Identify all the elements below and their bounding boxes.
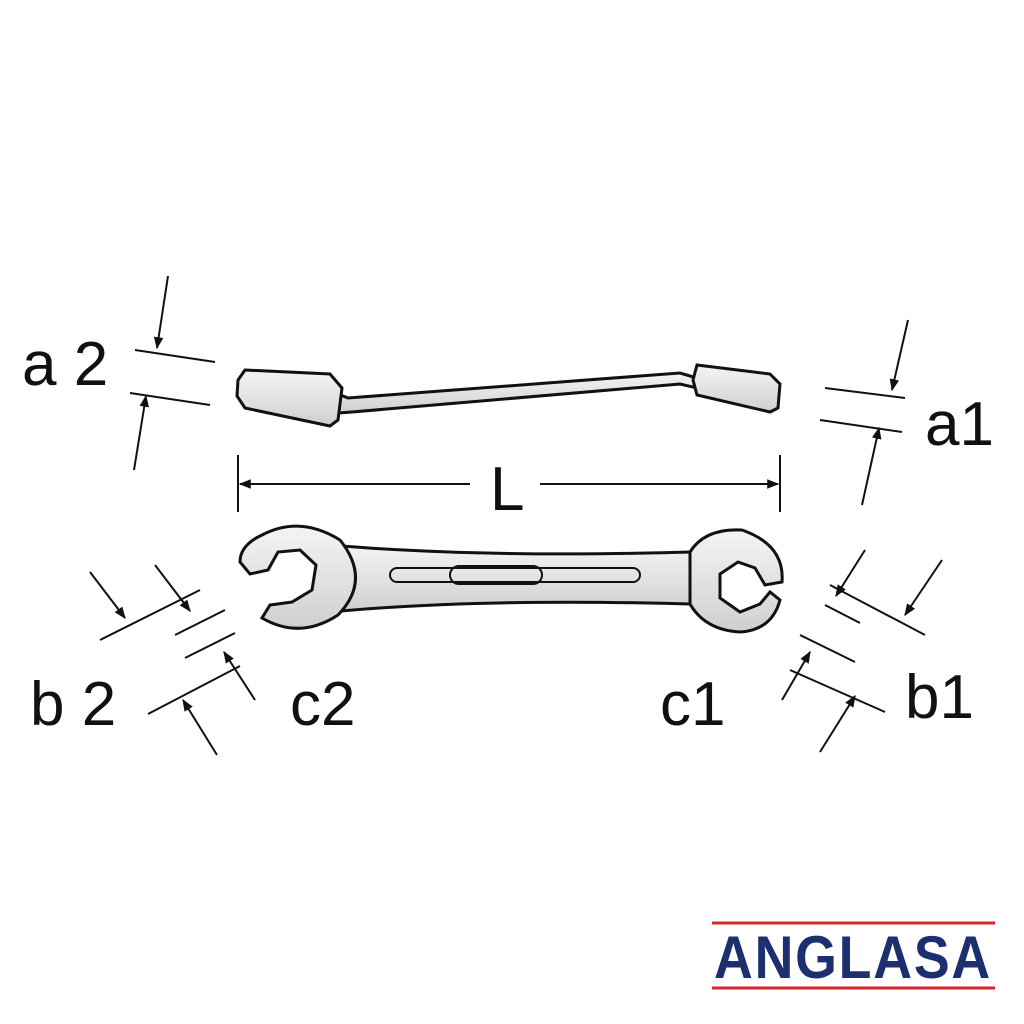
wrench-front-right-head (688, 528, 784, 634)
c1-arrow-top (835, 549, 866, 598)
a1-extension-bottom (819, 419, 903, 433)
wrench-front-left-head (238, 524, 357, 630)
dimension-a1: a1 (819, 319, 994, 506)
dimension-b1-c1: c1 b1 (660, 549, 974, 753)
a1-arrow-bottom (861, 426, 882, 506)
label-c1: c1 (660, 670, 725, 739)
c1-extension-bottom (799, 634, 856, 663)
a1-arrow-top (889, 319, 909, 392)
c2-arrow-top (154, 564, 191, 612)
b2-arrow-bottom (182, 698, 218, 756)
label-b2: b 2 (30, 670, 116, 739)
c2-extension-top (174, 609, 226, 636)
b1-extension-inner (789, 669, 886, 713)
anglasa-logo: ANGLASA (712, 921, 995, 991)
label-L: L (490, 455, 524, 524)
wrench-right-jaw-opening (719, 560, 761, 614)
wrench-side-view (235, 363, 782, 428)
wrench-handle-slot (389, 567, 641, 583)
label-a2: a 2 (22, 330, 108, 399)
b2-extension-outer (99, 589, 201, 641)
b1-arrow-bottom (819, 694, 856, 753)
label-b1: b1 (905, 663, 974, 732)
wrench-handle-center-boss (449, 565, 543, 585)
b1-extension-outer (829, 584, 926, 636)
dimension-L: L (237, 455, 781, 524)
a2-extension-bottom (129, 392, 211, 406)
wrench-left-jaw-opening (267, 548, 318, 606)
wrench-side-left-head (235, 368, 344, 428)
wrench-front-view (238, 524, 784, 634)
b2-arrow-top (89, 571, 126, 619)
c2-arrow-bottom (223, 650, 256, 701)
dimension-b2-c2: b 2 c2 (30, 564, 355, 756)
c2-extension-bottom (184, 632, 236, 659)
wrench-side-right-head (691, 363, 782, 414)
b1-arrow-top (904, 559, 943, 616)
label-a1: a1 (925, 390, 994, 459)
a2-extension-top (134, 349, 216, 363)
wrench-front-handle (328, 543, 692, 614)
dimension-a2: a 2 (22, 275, 216, 471)
a2-arrow-bottom (133, 394, 150, 471)
logo-text: ANGLASA (714, 924, 992, 991)
label-c2: c2 (290, 670, 355, 739)
c1-extension-top (824, 604, 861, 624)
b2-extension-inner (147, 665, 241, 715)
wrench-side-shaft (336, 371, 699, 415)
a1-extension-top (824, 387, 906, 399)
c1-arrow-bottom (781, 650, 811, 701)
a2-arrow-top (153, 275, 169, 350)
